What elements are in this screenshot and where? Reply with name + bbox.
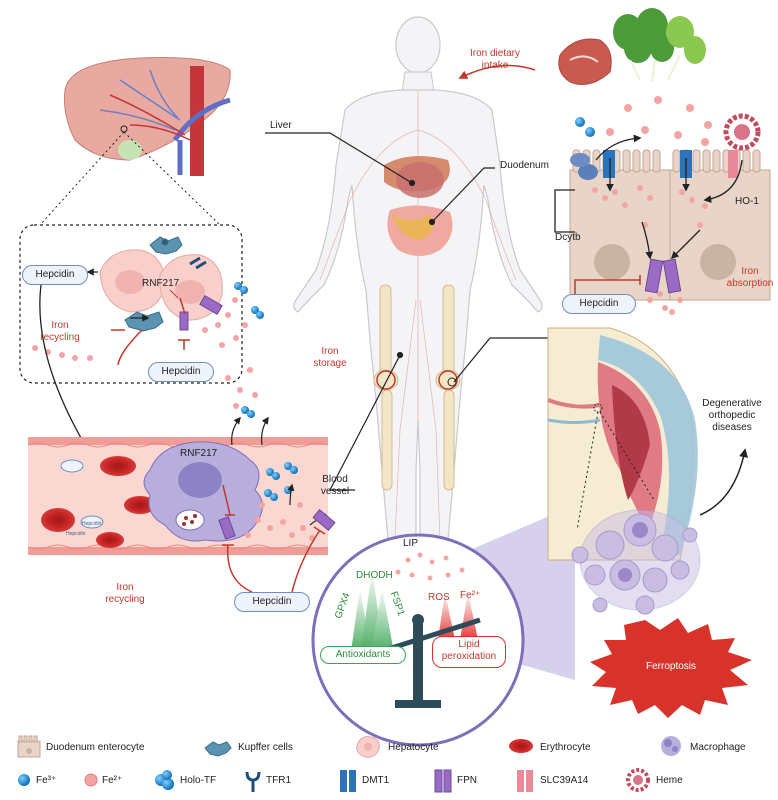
legend-kupffer: Kupffer cells xyxy=(238,742,293,753)
heme-icon xyxy=(626,768,650,792)
legend-icons xyxy=(17,735,681,793)
blood-vessel-label: Blood vessel xyxy=(320,474,350,497)
erythrocytes xyxy=(41,456,156,548)
duodenum-label: Duodenum xyxy=(500,160,549,171)
fe2-dots-zoom xyxy=(32,297,258,409)
erythrocyte-icon xyxy=(509,739,533,753)
slc39a14-icon xyxy=(517,770,533,792)
legend-dmt1: DMT1 xyxy=(362,775,390,786)
rnf217-liver-label: RNF217 xyxy=(142,278,180,289)
iron-recycling-vessel-label: Iron recycling xyxy=(105,582,145,605)
legend-fpn: FPN xyxy=(457,775,477,786)
liver-zoom-box xyxy=(19,224,243,384)
legend-hepatocyte: Hepatocyte xyxy=(388,742,439,753)
liver-label: Liver xyxy=(270,120,292,131)
dhodh-label: DHODH xyxy=(356,570,393,581)
dmt1-icon xyxy=(340,770,356,792)
legend-enterocyte: Duodenum enterocyte xyxy=(46,742,145,753)
holo-tf-icon xyxy=(155,770,174,790)
ros-label: ROS xyxy=(428,592,450,603)
ferroptosis-balance xyxy=(311,505,575,747)
legend-fe3: Fe³⁺ xyxy=(36,775,57,786)
lip-label: LIP xyxy=(403,538,419,549)
fe3-dots-enterocyte xyxy=(575,117,595,137)
hepatocyte-icon xyxy=(356,736,380,758)
knee-joint-inset xyxy=(547,327,698,561)
legend-holo-tf: Holo-TF xyxy=(180,775,217,786)
duodenum-leader xyxy=(431,167,495,223)
liver-illustration xyxy=(64,57,231,176)
tfr1-icon xyxy=(245,771,261,792)
kupffer-cell-icon xyxy=(204,741,232,757)
iron-recycling-liver-label: Iron recycling xyxy=(40,320,80,343)
dietary-arrow xyxy=(458,64,536,79)
fe2-balance-label: Fe²⁺ xyxy=(460,590,481,601)
hepcidin-vessel-mini-1: Hepcidin xyxy=(66,531,86,537)
ferroptotic-cell xyxy=(571,509,701,615)
hepcidin-vessel-mini-2: Hepcidin xyxy=(82,521,102,527)
legend-heme: Heme xyxy=(656,775,683,786)
ferroptosis-label: Ferroptosis xyxy=(645,661,696,672)
legend-erythrocyte: Erythrocyte xyxy=(540,742,591,753)
ho1-label: HO-1 xyxy=(735,196,759,207)
food-illustration xyxy=(558,8,706,85)
holo-tf-vessel xyxy=(264,462,298,501)
iron-dietary-intake-label: Iron dietary intake xyxy=(469,48,521,71)
hepcidin-liver: Hepcidin xyxy=(22,265,88,285)
fpn-icon xyxy=(434,769,452,793)
lipid-peroxidation-label: Lipid peroxidation xyxy=(432,636,506,668)
dcytb-label: Dcytb xyxy=(555,232,581,243)
hepcidin-vessel: Hepcidin xyxy=(234,592,310,612)
macrophage-cell xyxy=(143,441,263,542)
fe3-icon xyxy=(18,774,30,786)
legend-tfr1: TFR1 xyxy=(266,775,291,786)
liver-leader xyxy=(265,132,413,184)
fe2-icon xyxy=(84,773,98,787)
degenerative-diseases-label: Degenerative orthopedic diseases xyxy=(702,398,762,433)
legend-fe2: Fe²⁺ xyxy=(102,775,123,786)
fe2-dots-vessel xyxy=(245,502,315,541)
hepcidin-liver-lower: Hepcidin xyxy=(148,362,214,382)
legend-slc39a14: SLC39A14 xyxy=(540,775,589,786)
macrophage-icon xyxy=(661,736,681,756)
iron-storage-label: Iron storage xyxy=(313,346,347,369)
antioxidants-label: Antioxidants xyxy=(320,646,406,664)
legend-macrophage: Macrophage xyxy=(690,742,746,753)
duodenum-enterocytes xyxy=(569,149,771,301)
holo-tf-zoom xyxy=(234,282,264,418)
heme-molecule xyxy=(723,113,761,151)
rnf217-vessel-label: RNF217 xyxy=(180,448,218,459)
tfr1-receptor xyxy=(189,256,207,270)
enterocyte-icon xyxy=(17,735,41,758)
ferroptosis-burst xyxy=(590,618,752,718)
hepcidin-enterocyte: Hepcidin xyxy=(562,294,636,314)
iron-absorption-label: Iron absorption xyxy=(726,266,774,289)
